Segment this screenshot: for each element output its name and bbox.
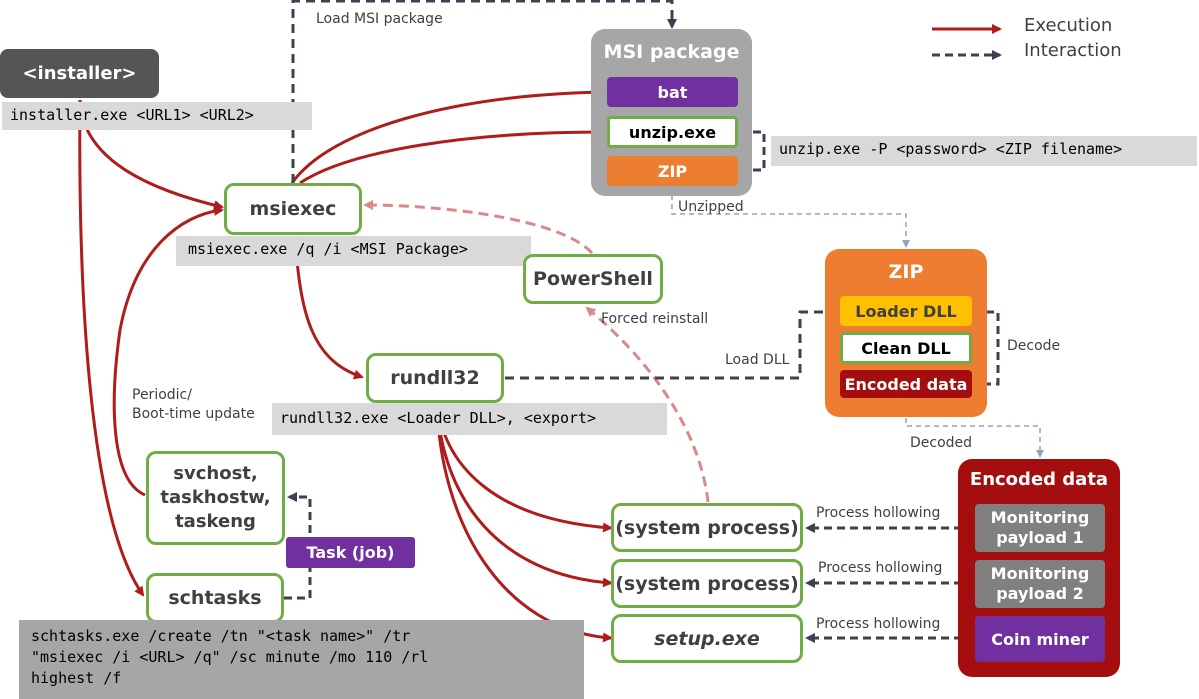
- msiexec-node: msiexec: [224, 183, 362, 235]
- payload-coin-miner: Coin miner: [975, 616, 1105, 662]
- zip-item-encoded-data: Encoded data: [840, 370, 972, 398]
- zip-item-clean-dll: Clean DLL: [840, 332, 972, 364]
- edge-rundll32-loaderdll: [505, 307, 838, 380]
- zip-title: ZIP: [888, 261, 924, 283]
- msi-item-bat: bat: [607, 77, 738, 107]
- system-process-node-2: (system process): [611, 559, 803, 608]
- edge-svchost-msiexec: [112, 205, 224, 497]
- encoded-data-container: Encoded data Monitoring payload 1 Monito…: [958, 459, 1120, 677]
- label-hollowing-3: Process hollowing: [816, 616, 941, 632]
- edge-msiexec-bat: [290, 87, 606, 184]
- label-decode: Decode: [1007, 338, 1061, 354]
- encoded-data-title: Encoded data: [969, 469, 1109, 490]
- label-decoded: Decoded: [910, 435, 973, 451]
- msiexec-command: msiexec.exe /q /i <MSI Package>: [176, 236, 531, 266]
- edge-sysproc-powershell: [585, 306, 710, 503]
- edge-unzip-zipitem: [738, 130, 766, 175]
- task-job-node: Task (job): [286, 537, 415, 568]
- unzip-command: unzip.exe -P <password> <ZIP filename>: [771, 136, 1197, 166]
- schtasks-command: schtasks.exe /create /tn "<task name>" /…: [19, 620, 584, 699]
- msi-item-zip: ZIP: [607, 156, 738, 186]
- legend-execution-label: Execution: [1024, 15, 1113, 36]
- rundll32-command: rundll32.exe <Loader DLL>, <export>: [272, 403, 667, 435]
- svchost-node: svchost, taskhostw, taskeng: [146, 451, 285, 545]
- payload-monitoring-2: Monitoring payload 2: [975, 560, 1105, 608]
- label-hollowing-1: Process hollowing: [816, 505, 941, 521]
- edge-installer-schtasks: [78, 99, 145, 597]
- legend-interaction-label: Interaction: [1024, 40, 1122, 61]
- system-process-node-1: (system process): [611, 503, 803, 552]
- zip-container: ZIP Loader DLL Clean DLL Encoded data: [825, 249, 987, 417]
- msi-package-container: MSI package bat unzip.exe ZIP: [591, 29, 752, 196]
- installer-command: installer.exe <URL1> <URL2>: [2, 102, 312, 130]
- edge-powershell-msiexec: [363, 200, 594, 255]
- schtasks-node: schtasks: [146, 573, 284, 623]
- label-periodic: Periodic/ Boot-time update: [132, 387, 255, 422]
- powershell-node: PowerShell: [523, 254, 663, 304]
- installer-node: <installer>: [0, 49, 159, 98]
- label-hollowing-2: Process hollowing: [818, 560, 943, 576]
- zip-item-loader-dll: Loader DLL: [840, 296, 972, 326]
- msi-item-unzip: unzip.exe: [607, 116, 738, 148]
- edge-schtasks-svchost: [284, 492, 312, 600]
- edge-msiexec-unzip: [299, 127, 606, 185]
- label-load-msi: Load MSI package: [316, 11, 443, 27]
- setup-exe-node: setup.exe: [611, 614, 803, 663]
- edge-zip-unzipped: [671, 186, 910, 248]
- edge-rundll32-setup: [435, 402, 613, 643]
- msi-package-title: MSI package: [603, 41, 740, 63]
- payload-monitoring-1: Monitoring payload 1: [975, 504, 1105, 552]
- edge-rundll32-sysproc2: [435, 402, 613, 588]
- label-load-dll: Load DLL: [725, 352, 790, 368]
- label-forced-reinstall: Forced reinstall: [601, 311, 709, 327]
- rundll32-node: rundll32: [366, 353, 504, 403]
- label-unzipped: Unzipped: [678, 199, 744, 215]
- edge-msiexec-msipackage: [291, 0, 677, 183]
